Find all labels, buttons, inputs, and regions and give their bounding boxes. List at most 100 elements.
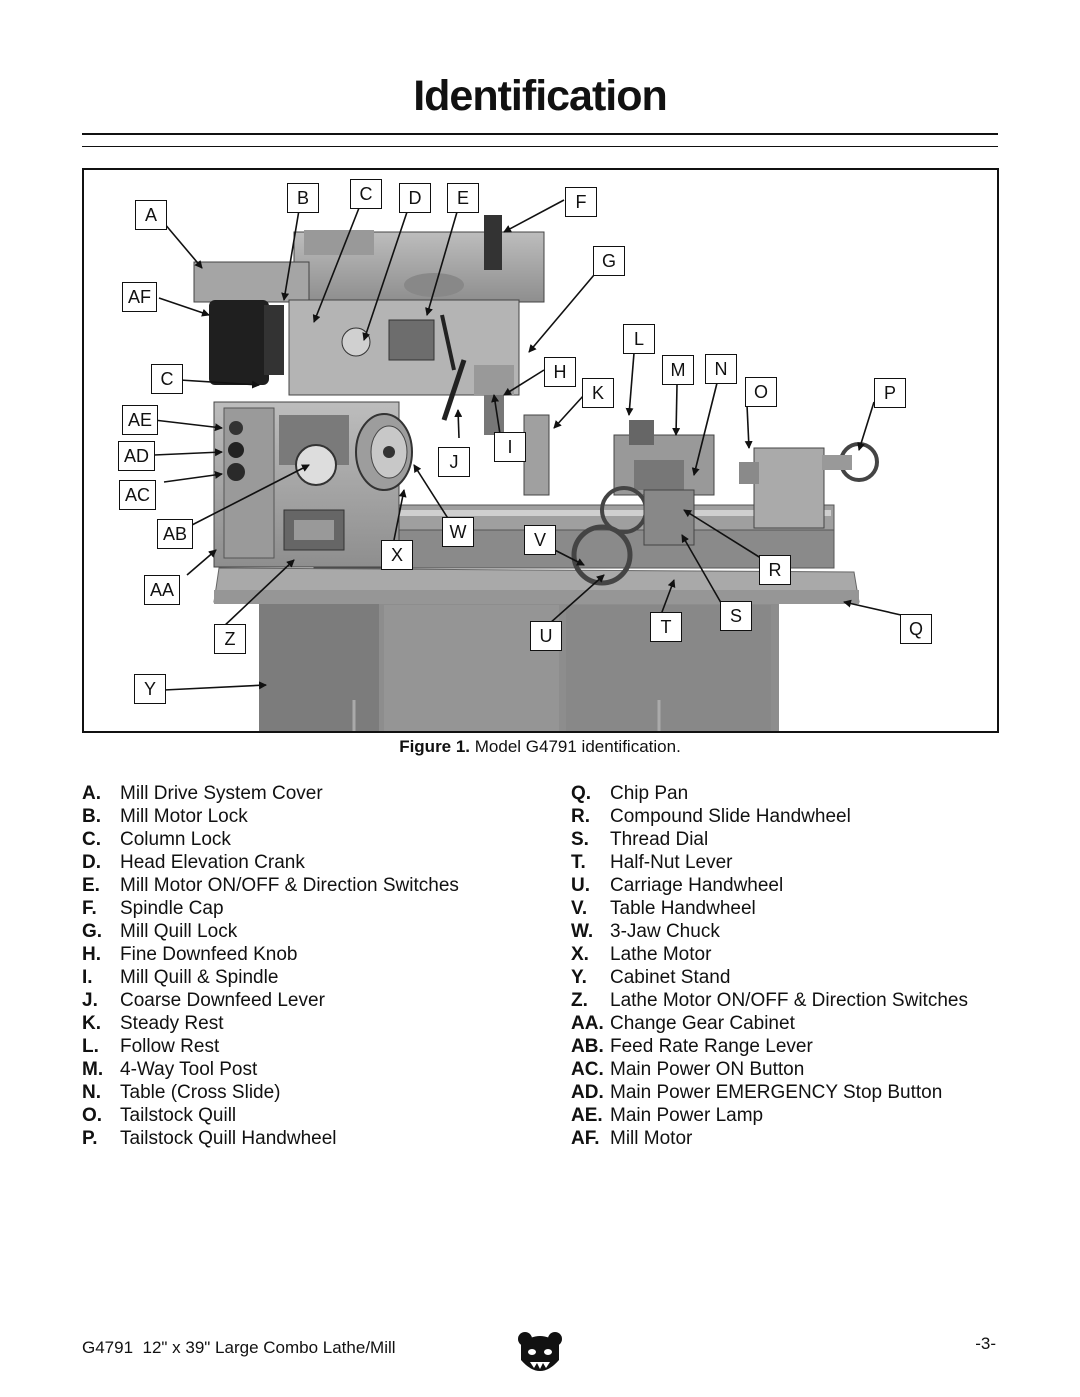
legend-text: Tailstock Quill <box>120 1105 237 1126</box>
callout-ac: AC <box>119 480 157 510</box>
legend-text: Mill Motor <box>610 1128 693 1149</box>
legend-text: Lathe Motor <box>610 944 712 965</box>
legend-key: S. <box>571 829 589 850</box>
callout-a: A <box>135 200 167 230</box>
legend-key: R. <box>571 806 590 827</box>
legend-text: Main Power EMERGENCY Stop Button <box>610 1082 943 1103</box>
callout-b: B <box>287 183 319 213</box>
legend-key: O. <box>82 1105 103 1126</box>
legend-key: U. <box>571 875 590 896</box>
legend-item: AF. Mill Motor <box>571 1127 968 1150</box>
legend-item: M.4-Way Tool Post <box>82 1058 459 1081</box>
carriage <box>523 414 715 586</box>
callout-d: D <box>399 183 431 213</box>
callout-p: P <box>874 378 906 408</box>
three-jaw-chuck <box>355 413 413 491</box>
callout-j: J <box>438 447 470 477</box>
legend-key: V. <box>571 898 588 919</box>
callout-ab: AB <box>157 519 194 549</box>
legend-key: E. <box>82 875 100 896</box>
legend-text: 3-Jaw Chuck <box>610 921 720 942</box>
legend-right-column: Q. Chip Pan R.Compound Slide Handwheel S.… <box>571 782 968 1150</box>
legend-key: Y. <box>571 967 587 988</box>
legend-key: D. <box>82 852 101 873</box>
legend-text: Carriage Handwheel <box>610 875 784 896</box>
legend-text: Steady Rest <box>120 1013 224 1034</box>
callout-ad: AD <box>118 441 156 471</box>
cabinet-stand <box>259 600 779 731</box>
legend-item: G.Mill Quill Lock <box>82 920 459 943</box>
legend-item: N. Table (Cross Slide) <box>82 1081 459 1104</box>
legend-text: Mill Motor ON/OFF & Direction Switches <box>120 875 459 896</box>
footer-model-title: G4791 12" x 39" Large Combo Lathe/Mill <box>82 1338 396 1357</box>
legend-key: F. <box>82 898 97 919</box>
legend-text: Thread Dial <box>610 829 709 850</box>
legend-item: C. Column Lock <box>82 828 459 851</box>
figure-1: B C D E F A G AF L M N H C K O P AE I AD… <box>82 168 999 733</box>
legend-key: N. <box>82 1082 101 1103</box>
legend-key: H. <box>82 944 101 965</box>
legend-text: Table (Cross Slide) <box>120 1082 281 1103</box>
legend-item: U. Carriage Handwheel <box>571 874 968 897</box>
callout-f: F <box>565 187 597 217</box>
legend-item: T.Half-Nut Lever <box>571 851 968 874</box>
legend-text: Main Power Lamp <box>610 1105 764 1126</box>
callout-r: R <box>759 555 791 585</box>
legend-item: W. 3-Jaw Chuck <box>571 920 968 943</box>
figure-caption: Figure 1. Model G4791 identification. <box>0 737 1080 757</box>
callout-m: M <box>662 355 694 385</box>
legend-key: Q. <box>571 783 592 804</box>
legend-item: AC. Main Power ON Button <box>571 1058 968 1081</box>
legend-key: B. <box>82 806 101 827</box>
legend-key: AB. <box>571 1036 604 1057</box>
legend-key: C. <box>82 829 101 850</box>
callout-v: V <box>524 525 556 555</box>
legend-item: AD. Main Power EMERGENCY Stop Button <box>571 1081 968 1104</box>
legend-item: AE. Main Power Lamp <box>571 1104 968 1127</box>
callout-e: E <box>447 183 479 213</box>
callout-af: AF <box>122 282 158 312</box>
legend-text: Coarse Downfeed Lever <box>120 990 325 1011</box>
legend-text: Chip Pan <box>610 783 689 804</box>
callout-n: N <box>705 354 737 384</box>
legend-item: J.Coarse Downfeed Lever <box>82 989 459 1012</box>
legend-item: Z.Lathe Motor ON/OFF & Direction Switche… <box>571 989 968 1012</box>
legend-key: AC. <box>571 1059 604 1080</box>
legend-item: Y. Cabinet Stand <box>571 966 968 989</box>
legend-item: R.Compound Slide Handwheel <box>571 805 968 828</box>
caption-label: Figure 1. <box>399 737 471 756</box>
legend-text: Head Elevation Crank <box>120 852 305 873</box>
callout-i: I <box>494 432 526 462</box>
legend-key: AE. <box>571 1105 603 1126</box>
legend-text: Mill Motor Lock <box>120 806 248 827</box>
caption-text: Model G4791 identification. <box>470 737 681 756</box>
legend-key: X. <box>571 944 589 965</box>
bear-logo-icon <box>518 1332 562 1371</box>
legend-key: I. <box>82 967 93 988</box>
legend-item: D. Head Elevation Crank <box>82 851 459 874</box>
legend-key: AF. <box>571 1128 600 1149</box>
legend-text: Mill Quill & Spindle <box>120 967 279 988</box>
callout-w: W <box>442 517 474 547</box>
legend-item: AB.Feed Rate Range Lever <box>571 1035 968 1058</box>
legend-text: Column Lock <box>120 829 231 850</box>
legend-item: F.Spindle Cap <box>82 897 459 920</box>
legend-item: O. Tailstock Quill <box>82 1104 459 1127</box>
mill-motor <box>209 300 284 385</box>
legend-key: G. <box>82 921 103 942</box>
callout-g: G <box>593 246 625 276</box>
tailstock <box>739 442 879 529</box>
legend-key: W. <box>571 921 594 942</box>
legend-item: E. Mill Motor ON/OFF & Direction Switches <box>82 874 459 897</box>
callout-z: Z <box>214 624 246 654</box>
legend-text: Main Power ON Button <box>610 1059 805 1080</box>
legend-item: H.Fine Downfeed Knob <box>82 943 459 966</box>
callout-q: Q <box>900 614 932 644</box>
legend-key: K. <box>82 1013 101 1034</box>
legend-item: I. Mill Quill & Spindle <box>82 966 459 989</box>
legend-key: M. <box>82 1059 104 1080</box>
legend-key: AD. <box>571 1082 604 1103</box>
legend-text: Cabinet Stand <box>610 967 731 988</box>
chip-pan <box>213 567 860 604</box>
legend-text: Mill Drive System Cover <box>120 783 323 804</box>
